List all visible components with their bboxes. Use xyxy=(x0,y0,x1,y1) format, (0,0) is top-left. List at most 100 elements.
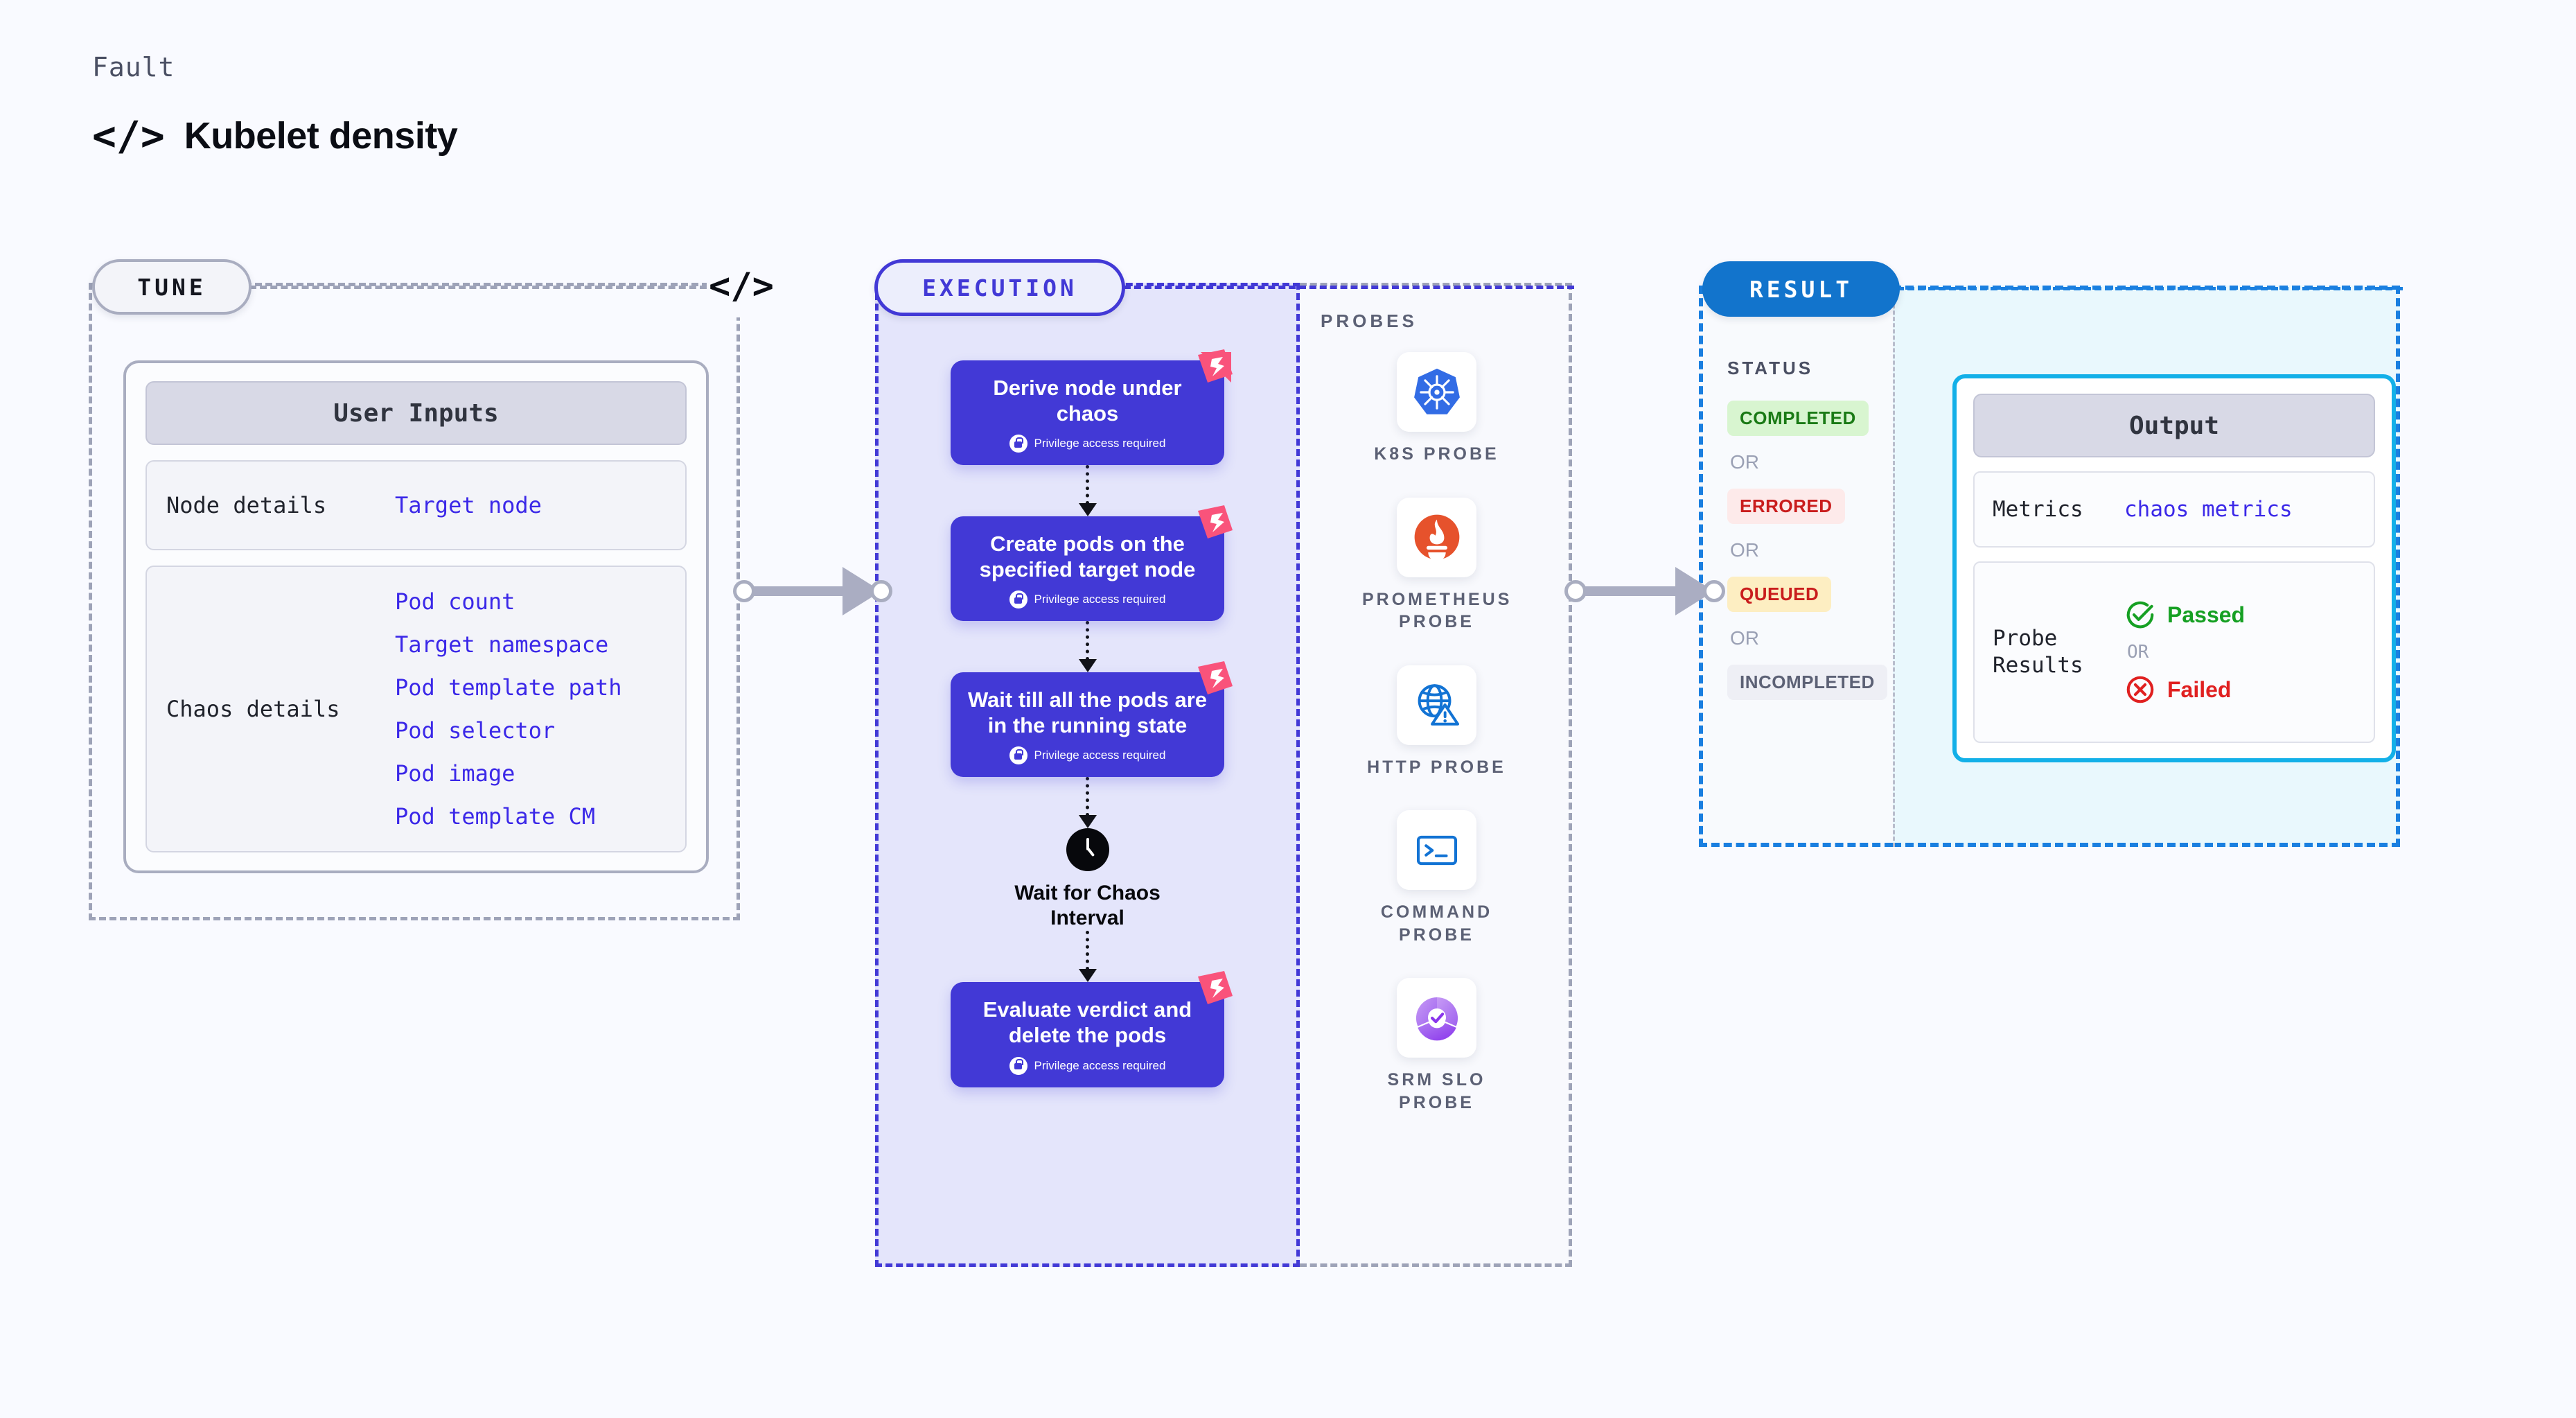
status-list: COMPLETED OR ERRORED OR QUEUED OR INCOMP… xyxy=(1727,401,1887,700)
stage-pill-tune[interactable]: TUNE xyxy=(92,259,252,315)
output-probe-results-key: Probe Results xyxy=(1993,626,2083,678)
tune-leader-line xyxy=(249,286,707,289)
connector-line xyxy=(1585,586,1679,596)
page-eyebrow: Fault xyxy=(92,52,175,82)
stage-pill-execution[interactable]: EXECUTION xyxy=(874,259,1125,316)
probe-label-command: COMMAND PROBE xyxy=(1380,902,1493,945)
connector-execution-to-result xyxy=(1564,567,1725,615)
execution-step-1-title: Derive node under chaos xyxy=(993,376,1182,426)
input-target-namespace[interactable]: Target namespace xyxy=(395,631,609,658)
probe-item-k8s[interactable]: K8S PROBE xyxy=(1362,352,1511,466)
harness-logo-icon xyxy=(1198,349,1233,383)
prometheus-icon xyxy=(1397,497,1476,577)
result-panel-divider xyxy=(1893,286,1895,847)
connector-line xyxy=(754,586,847,596)
user-inputs-card: User Inputs Node details Target node Cha… xyxy=(123,360,709,873)
execution-step-1-note-text: Privilege access required xyxy=(1034,437,1166,450)
flow-arrow-3 xyxy=(951,777,1224,829)
status-or-2: OR xyxy=(1730,539,1759,561)
status-badge-incompleted: INCOMPLETED xyxy=(1727,665,1887,700)
input-pod-template-cm[interactable]: Pod template CM xyxy=(395,803,595,830)
status-badge-completed: COMPLETED xyxy=(1727,401,1869,436)
chaos-details-values: Pod count Target namespace Pod template … xyxy=(395,588,622,830)
result-leader-line xyxy=(1897,287,2403,290)
probe-item-http[interactable]: HTTP PROBE xyxy=(1362,665,1511,779)
flow-arrow-line xyxy=(1086,931,1089,971)
input-pod-template-path[interactable]: Pod template path xyxy=(395,674,622,701)
node-details-key: Node details xyxy=(166,492,327,518)
probe-result-passed: Passed xyxy=(2124,599,2245,631)
execution-step-3-note-text: Privilege access required xyxy=(1034,749,1166,762)
harness-logo-icon xyxy=(1198,971,1233,1005)
execution-step-4-title: Evaluate verdict and delete the pods xyxy=(982,997,1192,1048)
srm-slo-gauge-icon xyxy=(1397,978,1476,1058)
probe-result-failed: Failed xyxy=(2124,674,2245,706)
flow-arrow-tip-icon xyxy=(1078,815,1097,829)
lock-icon xyxy=(1009,746,1027,765)
probe-label-prometheus: PROMETHEUS PROBE xyxy=(1362,589,1512,632)
chaos-details-key: Chaos details xyxy=(166,696,340,722)
execution-step-2-note-text: Privilege access required xyxy=(1034,593,1166,606)
probe-label-http: HTTP PROBE xyxy=(1367,757,1506,777)
input-target-node[interactable]: Target node xyxy=(395,492,542,518)
page-title-row: </> Kubelet density xyxy=(92,112,458,159)
probe-item-prometheus[interactable]: PROMETHEUS PROBE xyxy=(1362,497,1512,633)
execution-step-4-note-text: Privilege access required xyxy=(1034,1058,1166,1072)
probe-result-or: OR xyxy=(2127,642,2149,663)
x-circle-icon xyxy=(2126,676,2154,703)
code-icon-inline: </> xyxy=(707,255,776,317)
connector-start-dot xyxy=(733,580,755,602)
execution-step-3[interactable]: Wait till all the pods are in the runnin… xyxy=(951,661,1233,778)
probe-item-srm-slo[interactable]: SRM SLO PROBE xyxy=(1362,978,1511,1114)
flow-arrow-1 xyxy=(951,465,1224,517)
execution-step-4[interactable]: Evaluate verdict and delete the pods Pri… xyxy=(951,971,1233,1087)
code-icon: </> xyxy=(92,112,165,159)
node-details-row: Node details Target node xyxy=(145,460,687,550)
stage-pill-result[interactable]: RESULT xyxy=(1702,261,1900,317)
lock-icon xyxy=(1009,435,1027,453)
output-metrics-value[interactable]: chaos metrics xyxy=(2124,497,2293,522)
probe-item-command[interactable]: COMMAND PROBE xyxy=(1362,810,1511,946)
clock-icon xyxy=(1066,828,1109,872)
connector-tune-to-execution xyxy=(733,567,892,615)
input-pod-selector[interactable]: Pod selector xyxy=(395,717,556,744)
status-or-3: OR xyxy=(1730,627,1759,649)
wait-for-chaos-interval: Wait for Chaos Interval xyxy=(951,828,1224,931)
execution-step-4-note: Privilege access required xyxy=(963,1056,1212,1075)
execution-step-1[interactable]: Derive node under chaos Privilege access… xyxy=(951,349,1233,466)
flow-arrow-line xyxy=(1086,465,1089,505)
status-badge-errored: ERRORED xyxy=(1727,489,1845,524)
status-badge-queued: QUEUED xyxy=(1727,577,1832,612)
input-pod-image[interactable]: Pod image xyxy=(395,760,515,787)
probe-result-passed-label: Passed xyxy=(2167,602,2246,627)
probes-panel xyxy=(1300,283,1572,1267)
output-metrics-key: Metrics xyxy=(1993,496,2083,522)
lock-icon xyxy=(1009,590,1027,609)
output-title: Output xyxy=(1973,394,2375,457)
execution-step-3-title: Wait till all the pods are in the runnin… xyxy=(967,688,1208,737)
tune-stage-panel xyxy=(89,283,740,920)
wait-label: Wait for Chaos Interval xyxy=(1014,882,1161,930)
execution-flow: Derive node under chaos Privilege access… xyxy=(951,349,1233,1087)
execution-step-2-note: Privilege access required xyxy=(963,590,1212,609)
chaos-details-row: Chaos details Pod count Target namespace… xyxy=(145,566,687,852)
probe-result-failed-label: Failed xyxy=(2167,676,2232,702)
execution-step-2-title: Create pods on the specified target node xyxy=(979,532,1196,581)
execution-step-1-note: Privilege access required xyxy=(963,435,1212,453)
result-status-panel xyxy=(1699,286,1893,847)
flow-arrow-line xyxy=(1086,777,1089,817)
flow-arrow-2 xyxy=(951,621,1224,673)
input-pod-count[interactable]: Pod count xyxy=(395,588,515,615)
execution-step-3-note: Privilege access required xyxy=(963,746,1212,765)
harness-logo-icon xyxy=(1198,505,1233,539)
execution-step-2[interactable]: Create pods on the specified target node… xyxy=(951,505,1233,622)
flow-arrow-tip-icon xyxy=(1078,659,1097,673)
flow-arrow-tip-icon xyxy=(1078,969,1097,983)
http-globe-warning-icon xyxy=(1397,665,1476,745)
probes-title: PROBES xyxy=(1321,310,1418,331)
flow-arrow-tip-icon xyxy=(1078,503,1097,517)
terminal-icon xyxy=(1397,810,1476,890)
kubernetes-icon xyxy=(1397,352,1476,432)
check-circle-icon xyxy=(2126,601,2154,629)
